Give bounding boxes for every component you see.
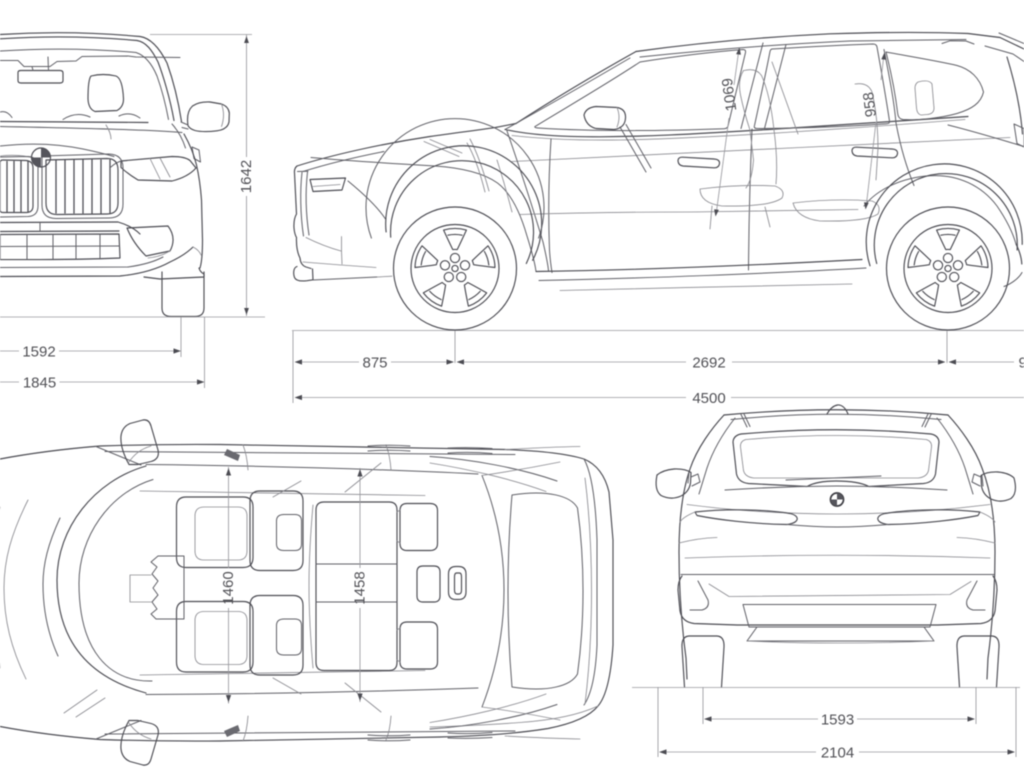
svg-text:1458: 1458	[352, 571, 369, 604]
svg-text:875: 875	[362, 355, 387, 372]
svg-text:1460: 1460	[220, 571, 237, 604]
svg-text:1592: 1592	[22, 344, 55, 361]
svg-text:958: 958	[860, 91, 880, 118]
svg-text:4500: 4500	[692, 390, 725, 407]
svg-text:1642: 1642	[238, 160, 255, 193]
svg-text:2692: 2692	[692, 355, 725, 372]
svg-text:2104: 2104	[821, 745, 854, 762]
svg-text:93: 93	[1019, 355, 1024, 372]
svg-text:1845: 1845	[23, 375, 56, 392]
svg-text:1069: 1069	[719, 77, 740, 112]
svg-text:1593: 1593	[821, 712, 854, 729]
